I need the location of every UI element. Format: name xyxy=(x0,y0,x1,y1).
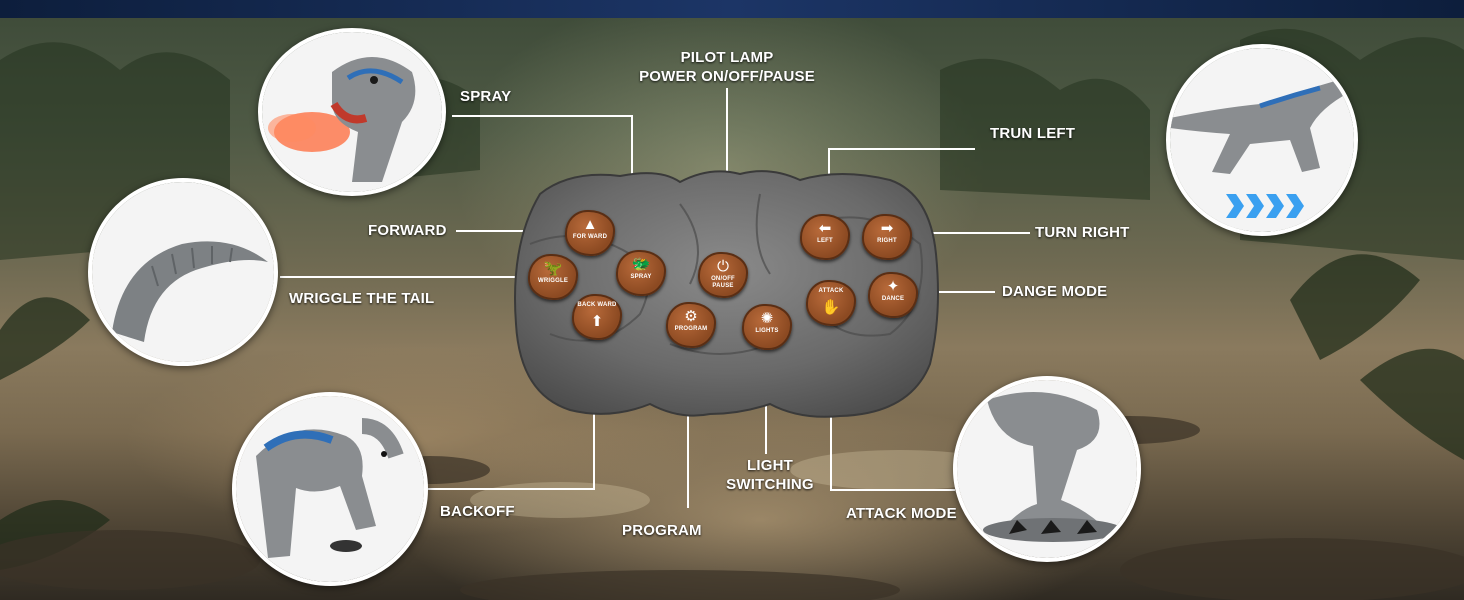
spray-button-text: SPRAY xyxy=(630,274,652,280)
pilot-lamp-line2: POWER ON/OFF/PAUSE xyxy=(639,68,815,85)
arrow-up-icon: ⬆ xyxy=(590,313,604,330)
forward-label: FORWARD xyxy=(368,222,447,239)
dino-claw-illustration xyxy=(957,380,1137,558)
attack-dino-photo xyxy=(953,376,1141,562)
attack-mode-label: ATTACK MODE xyxy=(846,505,957,522)
right-button[interactable]: ➡ RIGHT xyxy=(862,214,912,260)
right-button-text: RIGHT xyxy=(877,238,897,244)
light-button-text: LIGHTS xyxy=(755,328,779,334)
light-line1: LIGHT xyxy=(747,457,793,474)
dino-backoff-illustration xyxy=(236,396,424,582)
dino-running-illustration xyxy=(1170,48,1354,232)
program-label: PROGRAM xyxy=(622,522,702,539)
dino-spray-illustration xyxy=(262,32,442,192)
top-banner-band xyxy=(0,0,1464,18)
dance-icon: ✦ xyxy=(886,278,900,295)
dino-tail-illustration xyxy=(92,182,274,362)
light-line2: SWITCHING xyxy=(726,476,814,493)
remote-controller: ▲ FOR WARD 🦖 WRIGGLE BACK WARD ⬆ 🐲 SPRAY… xyxy=(510,164,942,424)
arrow-right-icon: ➡ xyxy=(880,220,894,237)
spray-label: SPRAY xyxy=(460,88,512,105)
turn-right-label: TURN RIGHT xyxy=(1035,224,1130,241)
power-button[interactable]: ⏻ ON/OFF PAUSE xyxy=(698,252,748,298)
bulb-icon: ✺ xyxy=(760,310,774,327)
spray-dino-photo xyxy=(258,28,446,196)
pilot-lamp-line1: PILOT LAMP xyxy=(680,49,774,66)
power-icon: ⏻ xyxy=(717,258,729,275)
claw-icon: ✋ xyxy=(821,299,841,316)
dange-mode-label: DANGE MODE xyxy=(1002,283,1108,300)
program-button-text: PROGRAM xyxy=(674,326,708,332)
attack-button[interactable]: ATTACK ✋ xyxy=(806,280,856,326)
tail-photo xyxy=(88,178,278,366)
left-button-text: LEFT xyxy=(817,238,833,244)
dino-head-icon: 🐲 xyxy=(631,256,651,273)
wriggle-button[interactable]: 🦖 WRIGGLE xyxy=(528,254,578,300)
gear-icon: ⚙ xyxy=(684,308,698,325)
dance-button[interactable]: ✦ DANCE xyxy=(868,272,918,318)
pilot-lamp-label: PILOT LAMP POWER ON/OFF/PAUSE xyxy=(622,48,832,86)
backward-button[interactable]: BACK WARD ⬆ xyxy=(572,294,622,340)
wriggle-tail-label: WRIGGLE THE TAIL xyxy=(289,290,435,307)
power-button-text: ON/OFF PAUSE xyxy=(711,276,735,289)
light-switching-label: LIGHT SWITCHING xyxy=(720,456,820,494)
turn-dino-photo xyxy=(1166,44,1358,236)
forward-button-text: FOR WARD xyxy=(572,234,608,240)
forward-button[interactable]: ▲ FOR WARD xyxy=(565,210,615,256)
footprint-icon: ▲ xyxy=(582,216,598,233)
program-button[interactable]: ⚙ PROGRAM xyxy=(666,302,716,348)
dance-button-text: DANCE xyxy=(881,296,905,302)
arrow-left-icon: ⬅ xyxy=(818,220,832,237)
left-button[interactable]: ⬅ LEFT xyxy=(800,214,850,260)
backoff-dino-photo xyxy=(232,392,428,586)
light-button[interactable]: ✺ LIGHTS xyxy=(742,304,792,350)
backoff-label: BACKOFF xyxy=(440,503,515,520)
backward-button-text: BACK WARD xyxy=(577,302,617,308)
attack-button-text: ATTACK xyxy=(818,288,844,294)
dino-icon: 🦖 xyxy=(543,260,563,277)
trun-left-label: TRUN LEFT xyxy=(990,125,1076,142)
wriggle-button-text: WRIGGLE xyxy=(537,278,569,284)
spray-button[interactable]: 🐲 SPRAY xyxy=(616,250,666,296)
